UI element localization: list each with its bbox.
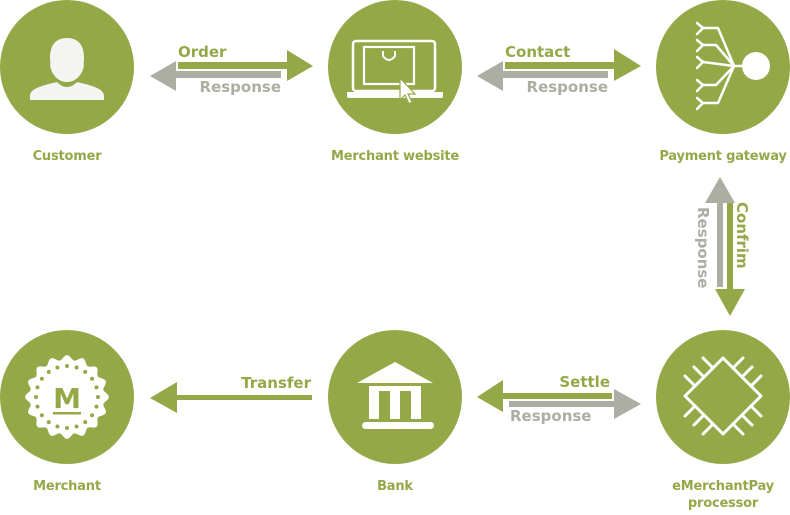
badge-dot (46, 420, 51, 425)
order-label: Order (178, 43, 227, 61)
node-merchant: M (0, 330, 134, 464)
confirm-response-label: Response (694, 207, 712, 288)
badge-dot (90, 376, 95, 381)
order-response-label: Response (200, 78, 281, 96)
processor-chip-icon (683, 356, 763, 436)
flow-contact: Contact Response (477, 43, 641, 96)
badge-dot (94, 404, 99, 409)
flow-settle: Settle Response (477, 373, 641, 425)
badge-dot (96, 395, 100, 399)
badge-dot (35, 404, 40, 409)
badge-dot (65, 426, 69, 430)
settle-response-arrow (509, 389, 641, 419)
node-customer (0, 0, 134, 134)
bank-icon (357, 362, 434, 429)
confirm-arrow (715, 203, 745, 316)
badge-dot (55, 365, 60, 370)
badge-dot (39, 376, 44, 381)
confirm-response-arrow (705, 177, 735, 287)
node-label-processor: eMerchantPay processor (623, 478, 790, 512)
badge-dot (83, 369, 88, 374)
order-arrow (178, 50, 313, 81)
node-label-merchant-website: Merchant website (330, 149, 460, 164)
contact-label: Contact (505, 43, 570, 61)
badge-dot (46, 369, 51, 374)
node-bank (328, 330, 462, 464)
laptop-shopping-bag-icon (347, 39, 443, 105)
node-label-processor-line1: eMerchantPay (672, 479, 774, 494)
contact-arrow (505, 49, 641, 81)
node-merchant-website (328, 0, 462, 134)
order-response-arrow (150, 61, 281, 91)
badge-dot (94, 385, 99, 390)
node-label-processor-line2: processor (687, 496, 759, 511)
badge-dot (90, 413, 95, 418)
node-label-merchant: Merchant (33, 479, 101, 494)
badge-dot (65, 364, 69, 368)
settle-arrow (477, 380, 612, 412)
badge-dot (39, 413, 44, 418)
badge-dot (74, 424, 79, 429)
transfer-label: Transfer (241, 374, 311, 392)
node-label-customer: Customer (32, 149, 102, 164)
node-label-bank: Bank (377, 479, 413, 494)
node-payment-gateway (656, 0, 790, 134)
badge-dot (34, 395, 38, 399)
flow-confirm: Confrim Response (694, 177, 751, 316)
node-label-payment-gateway: Payment gateway (659, 149, 787, 164)
badge-dot (83, 420, 88, 425)
flow-order: Order Response (150, 43, 313, 96)
contact-response-arrow (477, 61, 608, 91)
settle-label: Settle (559, 373, 610, 391)
badge-dot (35, 385, 40, 390)
person-icon (30, 38, 104, 100)
node-processor (656, 330, 790, 464)
badge-letter: M (53, 382, 81, 415)
confirm-label: Confrim (733, 202, 751, 269)
settle-response-label: Response (510, 407, 591, 425)
badge-dot (55, 424, 60, 429)
merchant-badge-icon: M (25, 355, 109, 439)
badge-dot (74, 365, 79, 370)
transfer-arrow (150, 382, 312, 413)
gateway-branch-icon (695, 21, 770, 111)
contact-response-label: Response (527, 78, 608, 96)
flow-transfer: Transfer (150, 374, 312, 413)
